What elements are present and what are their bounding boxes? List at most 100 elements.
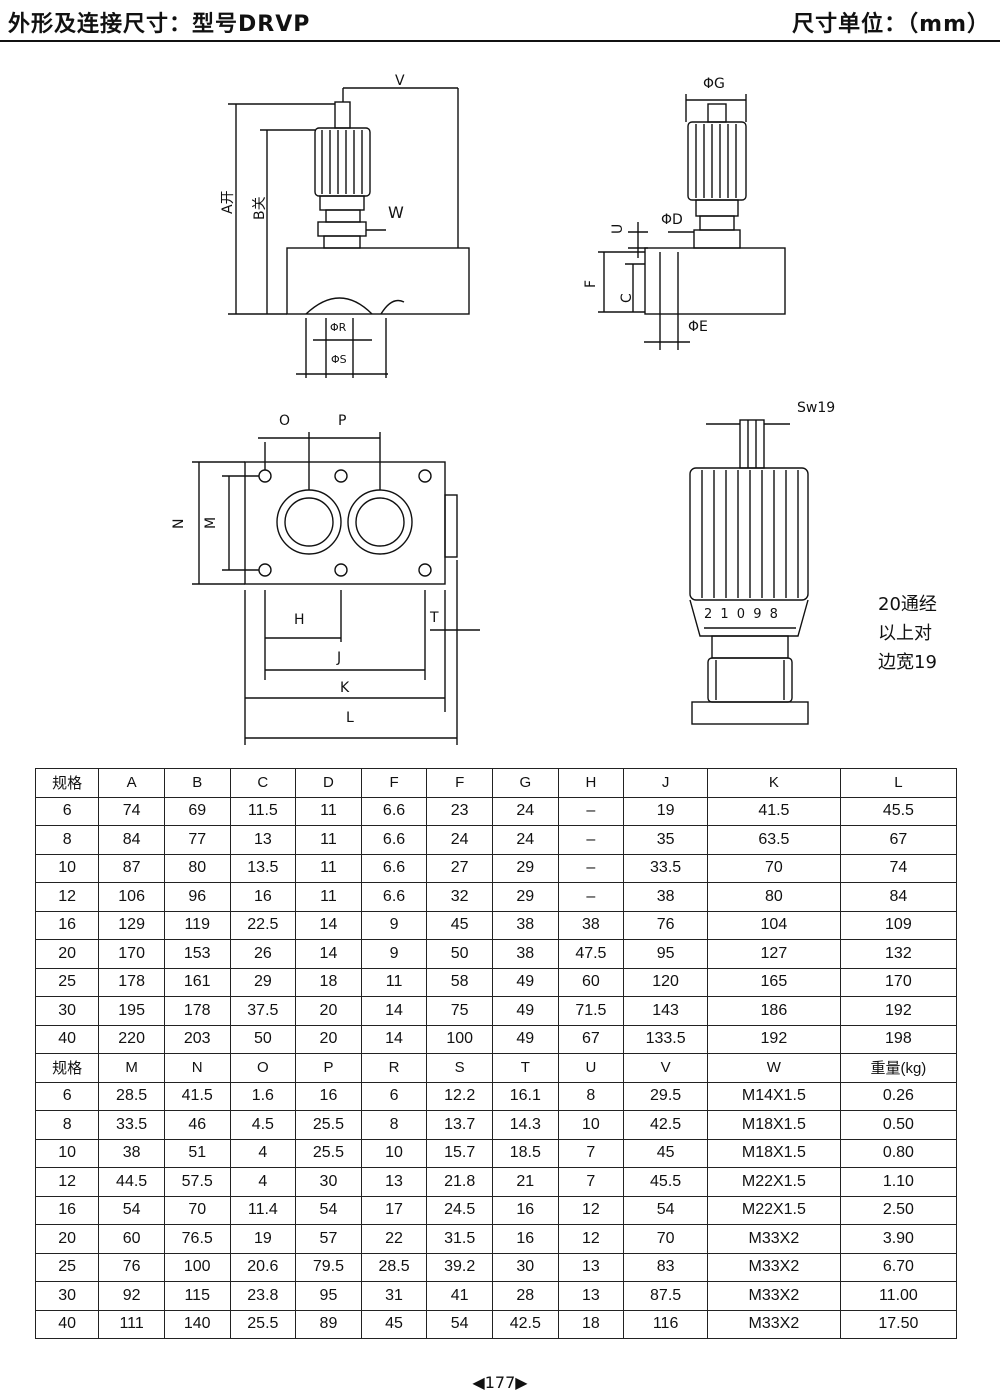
table-cell: 54: [426, 1309, 493, 1339]
table-cell: 18.5: [491, 1138, 559, 1168]
table-cell: M22X1.5: [706, 1167, 841, 1197]
table-cell: 11: [360, 967, 428, 997]
table-cell: 20: [34, 939, 100, 969]
table-cell: 38: [491, 910, 559, 940]
table-cell: 170: [98, 939, 165, 969]
table-header-cell: W: [706, 1053, 841, 1083]
table-cell: 41.5: [163, 1081, 231, 1111]
table-cell: 37.5: [229, 996, 297, 1026]
table-cell: 16: [295, 1081, 362, 1111]
table-cell: 69: [163, 796, 231, 826]
table-cell: 1.6: [229, 1081, 297, 1111]
table-cell: 57: [295, 1224, 362, 1254]
table-header-cell: S: [426, 1053, 493, 1083]
table-cell: 9: [360, 939, 428, 969]
table-cell: 60: [557, 967, 625, 997]
table-cell: 70: [706, 853, 841, 883]
table-cell: 104: [706, 910, 841, 940]
table-header-cell: U: [557, 1053, 625, 1083]
table-cell: 25: [34, 1252, 100, 1282]
label-t: T: [429, 610, 439, 626]
table-cell: M22X1.5: [706, 1195, 841, 1225]
table-cell: 95: [295, 1281, 362, 1311]
table-cell: 15.7: [426, 1138, 493, 1168]
table-cell: M33X2: [706, 1224, 841, 1254]
table-cell: 29: [491, 882, 559, 912]
table-cell: 13: [557, 1252, 625, 1282]
table-cell: 100: [426, 1024, 493, 1054]
table-header-cell: O: [229, 1053, 297, 1083]
table-cell: 8: [34, 1110, 100, 1140]
table-cell: 26: [229, 939, 297, 969]
label-l: L: [346, 710, 354, 726]
table-cell: 89: [295, 1309, 362, 1339]
table-header-cell: 重量(kg): [839, 1053, 958, 1083]
table-cell: 13.7: [426, 1110, 493, 1140]
table-cell: 58: [426, 967, 493, 997]
table-header-cell: 规格: [34, 1053, 100, 1083]
table-cell: 8: [557, 1081, 625, 1111]
table-cell: 38: [623, 882, 708, 912]
table-cell: 133.5: [623, 1024, 708, 1054]
table-header-cell: C: [229, 768, 297, 798]
table-cell: 28.5: [360, 1252, 428, 1282]
table-cell: 45: [360, 1309, 428, 1339]
table-header-cell: P: [295, 1053, 362, 1083]
table-header-cell: T: [491, 1053, 559, 1083]
table-cell: 83: [623, 1252, 708, 1282]
table-cell: 7: [557, 1167, 625, 1197]
label-o: O: [279, 413, 290, 429]
table-cell: 13: [229, 825, 297, 855]
table-cell: 54: [623, 1195, 708, 1225]
table-cell: 76: [623, 910, 708, 940]
table-cell: 32: [426, 882, 493, 912]
table-cell: 100: [163, 1252, 231, 1282]
table-header-cell: G: [491, 768, 559, 798]
table-cell: 11.00: [839, 1281, 958, 1311]
table-cell: 11.4: [229, 1195, 297, 1225]
table-cell: 6.70: [839, 1252, 958, 1282]
table-cell: 87: [98, 853, 165, 883]
table-cell: 84: [98, 825, 165, 855]
table-cell: 1.10: [839, 1167, 958, 1197]
table-cell: 127: [706, 939, 841, 969]
table-cell: 11.5: [229, 796, 297, 826]
table-cell: 20: [34, 1224, 100, 1254]
table-cell: 115: [163, 1281, 231, 1311]
table-cell: 6.6: [360, 825, 428, 855]
table-cell: 16: [491, 1224, 559, 1254]
table-cell: 45: [623, 1138, 708, 1168]
label-c: C: [619, 293, 635, 303]
table-cell: 25.5: [295, 1110, 362, 1140]
table-cell: 0.26: [839, 1081, 958, 1111]
table-cell: 29: [229, 967, 297, 997]
table-cell: 14: [295, 939, 362, 969]
table-cell: 25.5: [229, 1309, 297, 1339]
table-cell: 24.5: [426, 1195, 493, 1225]
table-cell: 178: [163, 996, 231, 1026]
table-cell: 41: [426, 1281, 493, 1311]
table-cell: 87.5: [623, 1281, 708, 1311]
front-view: [228, 87, 470, 378]
table-cell: 96: [163, 882, 231, 912]
table-cell: 10: [360, 1138, 428, 1168]
table-cell: 16: [229, 882, 297, 912]
table-header-cell: R: [360, 1053, 428, 1083]
table-cell: 6.6: [360, 882, 428, 912]
table-cell: 40: [34, 1309, 100, 1339]
table-cell: 79.5: [295, 1252, 362, 1282]
table-cell: 76: [98, 1252, 165, 1282]
table-header-cell: B: [163, 768, 231, 798]
table-cell: 4: [229, 1138, 297, 1168]
drawing-labels: V A开 B关 W ΦR ΦS ΦG U ΦD F C ΦE Sw19 O P …: [171, 73, 835, 726]
table-cell: 45.5: [839, 796, 958, 826]
